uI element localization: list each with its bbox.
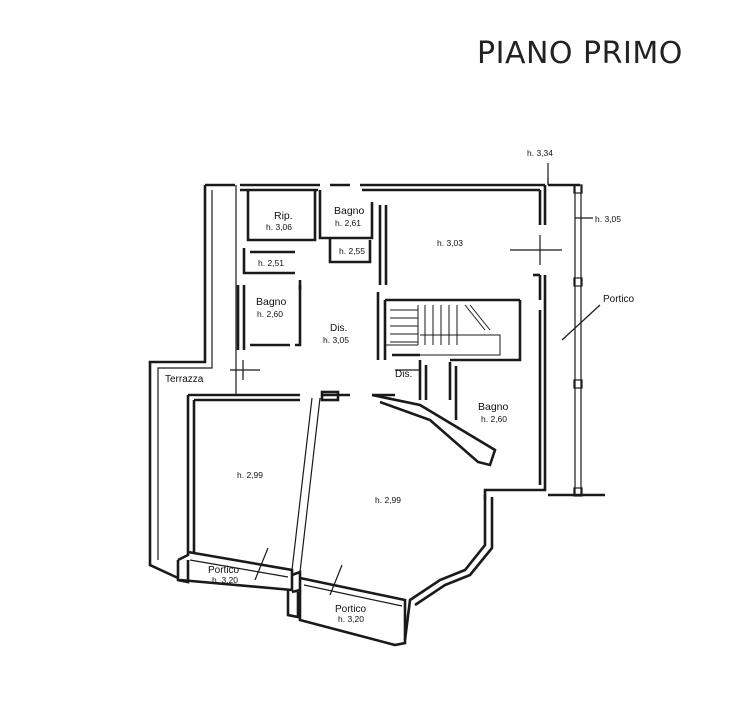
label-portico-br: Portico [335, 604, 367, 615]
label-bagno-right: Bagno [478, 401, 509, 413]
portico-right [547, 178, 605, 497]
label-h260-left: h. 2,60 [257, 309, 283, 319]
plan-title: PIANO PRIMO [477, 36, 683, 71]
label-h305-right: h. 3,05 [595, 214, 621, 224]
label-dis-small: Dis. [395, 369, 412, 380]
label-portico-bl: Portico [208, 565, 240, 576]
staircase [386, 304, 501, 356]
label-portico-right: Portico [603, 294, 635, 305]
label-h255: h. 2,55 [339, 246, 365, 256]
label-h320-br: h. 3,20 [338, 614, 364, 624]
dimension-marks [230, 163, 562, 380]
label-h320-bl: h. 3,20 [212, 575, 238, 585]
label-terrazza: Terrazza [165, 374, 204, 385]
portico-bottom [176, 547, 407, 647]
terrace-outline [148, 183, 237, 580]
label-h334: h. 3,34 [527, 148, 553, 158]
label-h299-right: h. 2,99 [375, 495, 401, 505]
label-rip: Rip. [274, 210, 293, 222]
exterior-walls [177, 183, 547, 641]
label-h299-left: h. 2,99 [237, 470, 263, 480]
label-h305-center: h. 3,05 [323, 335, 349, 345]
label-h260-right: h. 2,60 [481, 414, 507, 424]
label-bagno-top: Bagno [334, 205, 365, 217]
label-dis-center: Dis. [330, 323, 347, 334]
label-bagno-left: Bagno [256, 296, 287, 308]
label-h306: h. 3,06 [266, 222, 292, 232]
label-h251: h. 2,51 [258, 258, 284, 268]
interior-walls [236, 190, 540, 573]
room-labels: h. 3,34 h. 3,05 Portico Rip. h. 3,06 Bag… [165, 148, 635, 624]
label-h261: h. 2,61 [335, 218, 361, 228]
label-h303: h. 3,03 [437, 238, 463, 248]
